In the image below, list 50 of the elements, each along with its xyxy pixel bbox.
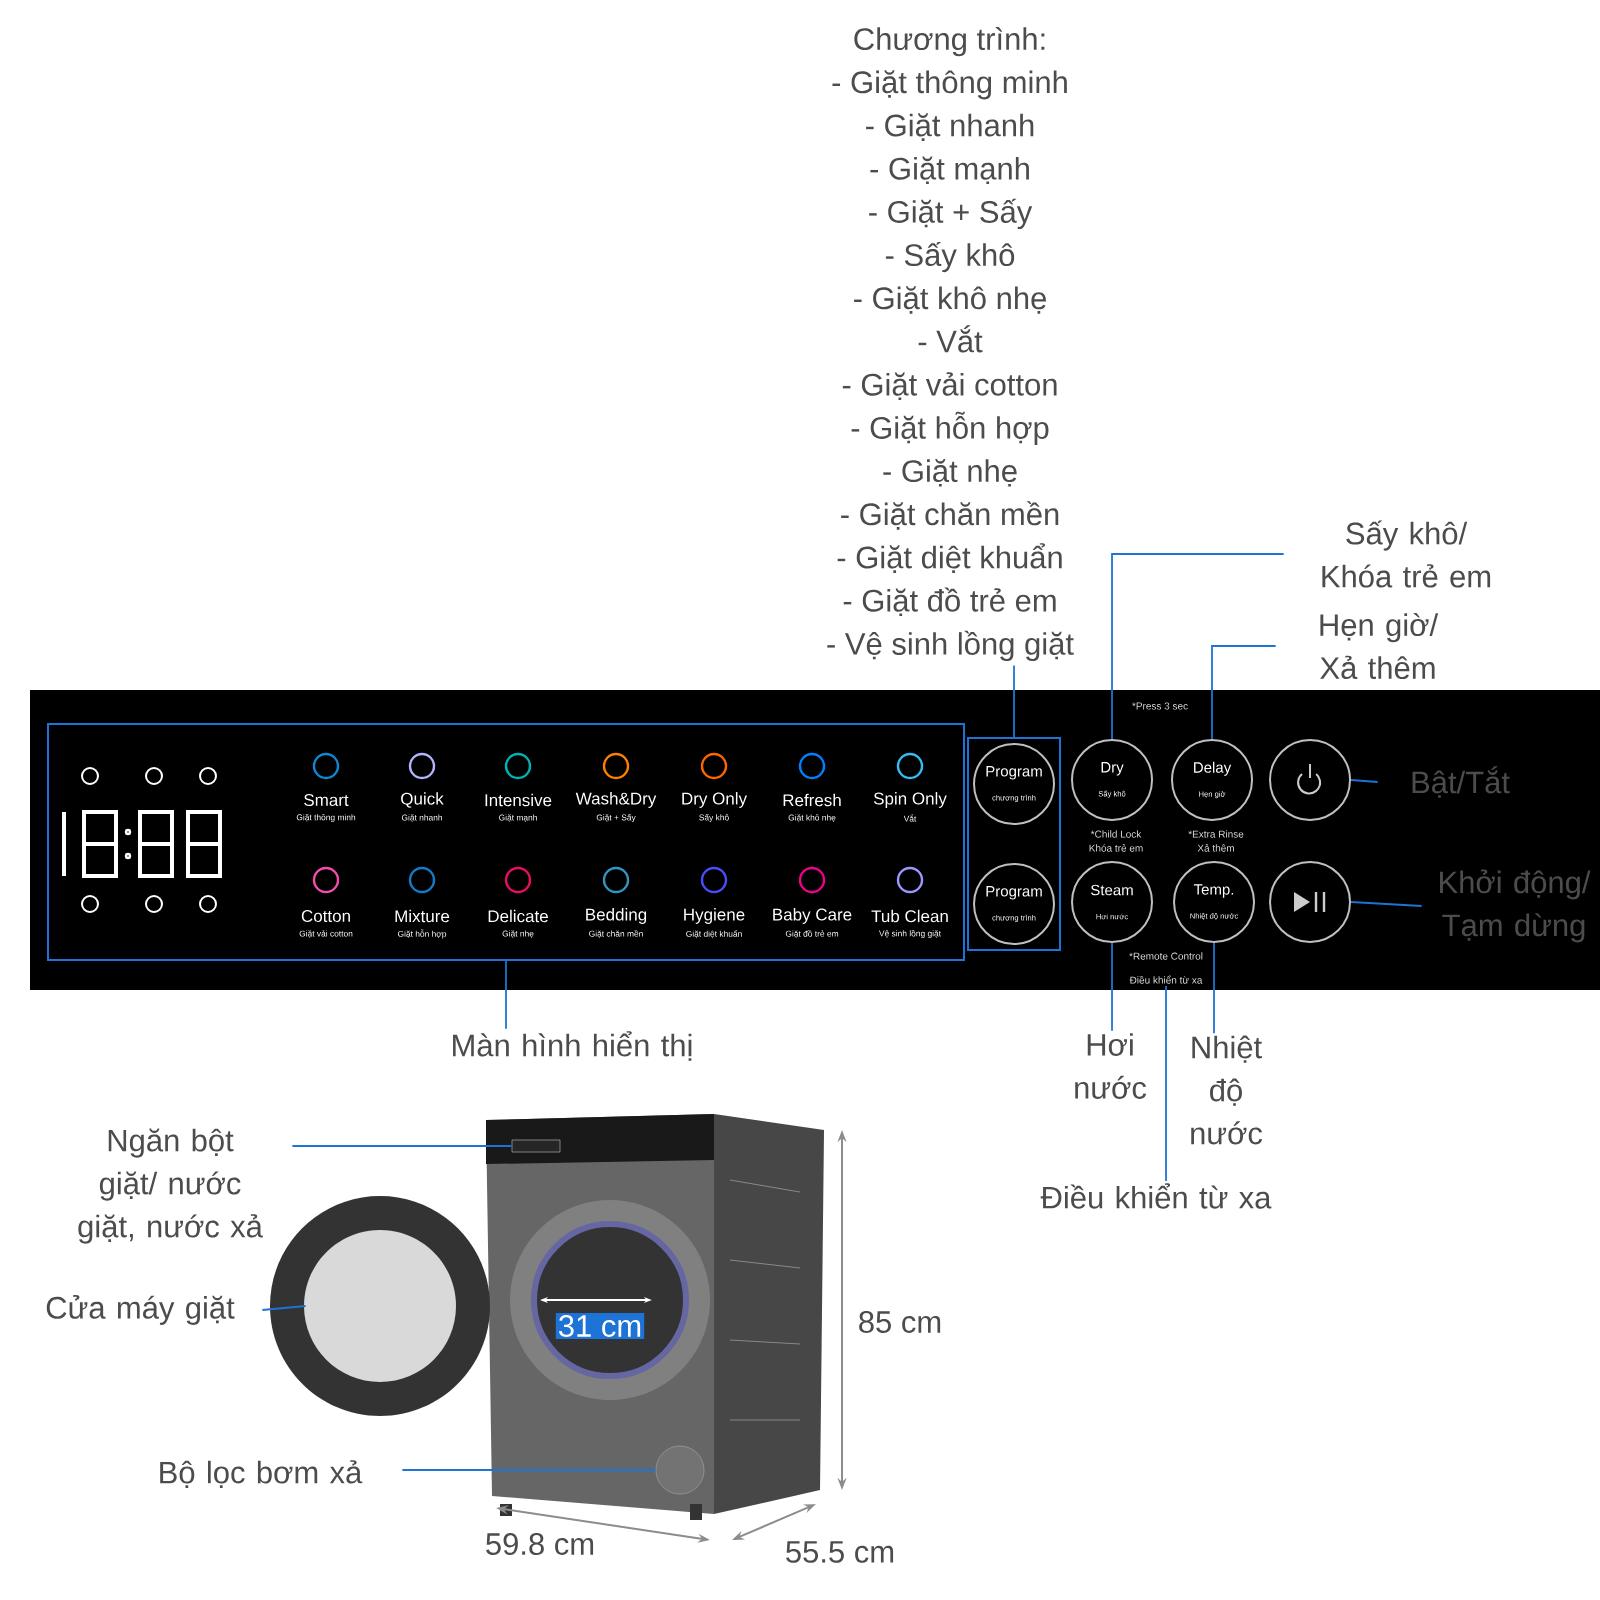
callout-text: Sấy khô/ Khóa trẻ em	[1322, 520, 1491, 588]
callout-text: Bộ lọc bơm xả	[160, 1460, 363, 1488]
program-name: Intensive	[485, 793, 552, 807]
program-list: Chương trình: - Giặt thông minh - Giặt nhanh - Giặt mạnh - Giặt + Sấy - Sấy khô - Giặt khô nhẹ - Vắt - Giặt vải cotton - Giặt hỗn hợp - Giặt nhẹ - Giặt chăn mền - Giặt diệt khuẩn - Giặt đồ trẻ em - Vệ sinh lồng giặt	[827, 27, 1074, 662]
program-name: Quick	[401, 792, 444, 808]
leader-line	[291, 1145, 513, 1147]
leader-line	[505, 960, 507, 1030]
program-name: Delicate	[488, 909, 548, 923]
leader-line	[1350, 779, 1379, 783]
highlight-frame	[47, 723, 965, 961]
callout-text: Cửa máy giặt	[46, 1295, 235, 1325]
dimension-label: 59.8 cm	[486, 1533, 594, 1555]
callout-text: Khởi động/ Tạm dừng	[1440, 869, 1591, 943]
highlight-frame	[967, 737, 1061, 951]
dimension-label: 31 cm	[555, 1313, 645, 1339]
dimension-label: 55.5 cm	[786, 1541, 894, 1563]
program-name: Mixture	[395, 909, 450, 923]
callout-text: Hẹn giờ/ Xả thêm	[1320, 612, 1439, 680]
leader-line	[1111, 942, 1113, 1032]
leader-line	[1111, 553, 1285, 740]
program-name: Refresh	[783, 793, 841, 807]
program-name: Hygiene	[684, 908, 745, 924]
dimension-label: 85 cm	[859, 1311, 941, 1333]
callout-text: Điều khiển từ xa	[1040, 1183, 1272, 1209]
leader-line	[401, 1469, 657, 1471]
start-pause-button	[1269, 861, 1351, 943]
callout-text: Màn hình hiển thị	[453, 1031, 692, 1061]
detergent-drawer	[511, 1139, 561, 1153]
callout-text: Nhiệt độ nước	[1191, 1035, 1263, 1145]
program-name: Spin Only	[873, 792, 947, 808]
program-name: Dry Only	[682, 792, 747, 808]
program-name: Cotton	[301, 910, 350, 922]
program-name: Bedding	[586, 908, 647, 924]
door	[270, 1196, 490, 1416]
program-name: Baby Care	[773, 908, 852, 924]
leader-line	[1165, 985, 1167, 1182]
program-name: Smart	[304, 794, 349, 806]
program-name: Wash&Dry	[575, 792, 657, 808]
pump-filter-cover	[655, 1445, 705, 1495]
leader-line	[1013, 664, 1015, 738]
callout-text: Hơi nước	[1075, 1033, 1147, 1099]
leader-line	[1213, 942, 1215, 1035]
leader-line	[261, 1305, 307, 1311]
program-name: Tub Clean	[871, 909, 948, 923]
leader-line	[1211, 645, 1277, 740]
power-button	[1269, 739, 1351, 821]
callout-text: Bật/Tắt	[1412, 766, 1510, 798]
callout-text: Ngăn bột giặt/ nước giặt, nước xả	[78, 1128, 263, 1244]
washing-machine-drawing	[486, 1114, 824, 1520]
leader-line	[1350, 901, 1423, 907]
